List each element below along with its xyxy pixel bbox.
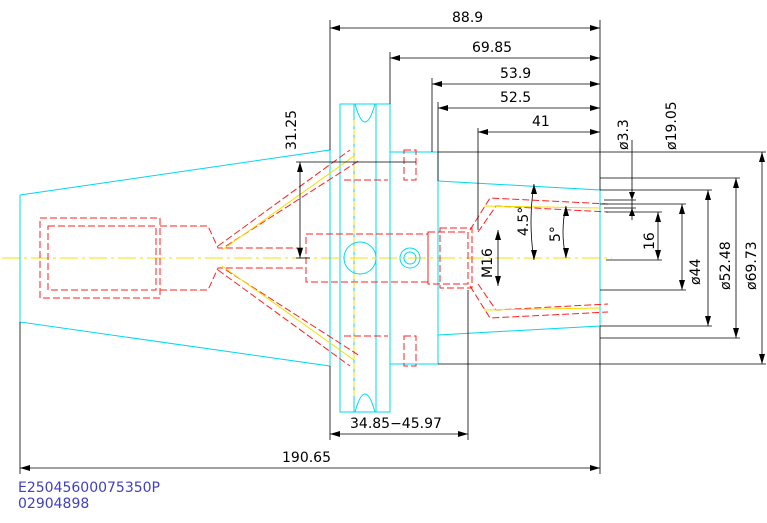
dim-phi-44: ø44 <box>688 259 704 285</box>
collet-body-outline <box>437 180 601 336</box>
hidden-lines <box>39 149 609 367</box>
dim-4-5-deg: 4.5° <box>516 207 532 236</box>
dim-88-9: 88.9 <box>452 10 483 26</box>
dim-phi-69-73: ø69.73 <box>744 241 760 290</box>
dim-34-85-45-97: 34.85−45.97 <box>350 416 442 432</box>
dim-69-85: 69.85 <box>472 40 512 56</box>
diameter-dimensions <box>438 140 766 365</box>
m16-dim-lines <box>495 230 501 286</box>
dim-52-5: 52.5 <box>500 90 531 106</box>
dim-53-9: 53.9 <box>500 66 531 82</box>
dim-phi-19-05: ø19.05 <box>664 101 680 150</box>
dim-190-65: 190.65 <box>282 450 331 466</box>
coolant-channel-lines <box>221 120 601 396</box>
bottom-dimensions <box>19 290 601 474</box>
dim-31-25: 31.25 <box>284 110 300 150</box>
dim-5-deg: 5° <box>548 226 564 242</box>
part-code-1: E25045600075350P <box>18 480 160 496</box>
top-dimensions <box>329 20 601 230</box>
dim-16: 16 <box>642 232 658 250</box>
dim-m16: M16 <box>480 248 496 278</box>
angle-dimensions <box>530 183 569 261</box>
part-code-2: 02904898 <box>18 496 90 512</box>
dim-phi-3-3: ø3.3 <box>616 119 632 150</box>
dim-31-25-lines <box>296 161 416 259</box>
side-holes <box>343 241 421 275</box>
dim-phi-52-48: ø52.48 <box>718 241 734 290</box>
dim-41: 41 <box>532 114 550 130</box>
